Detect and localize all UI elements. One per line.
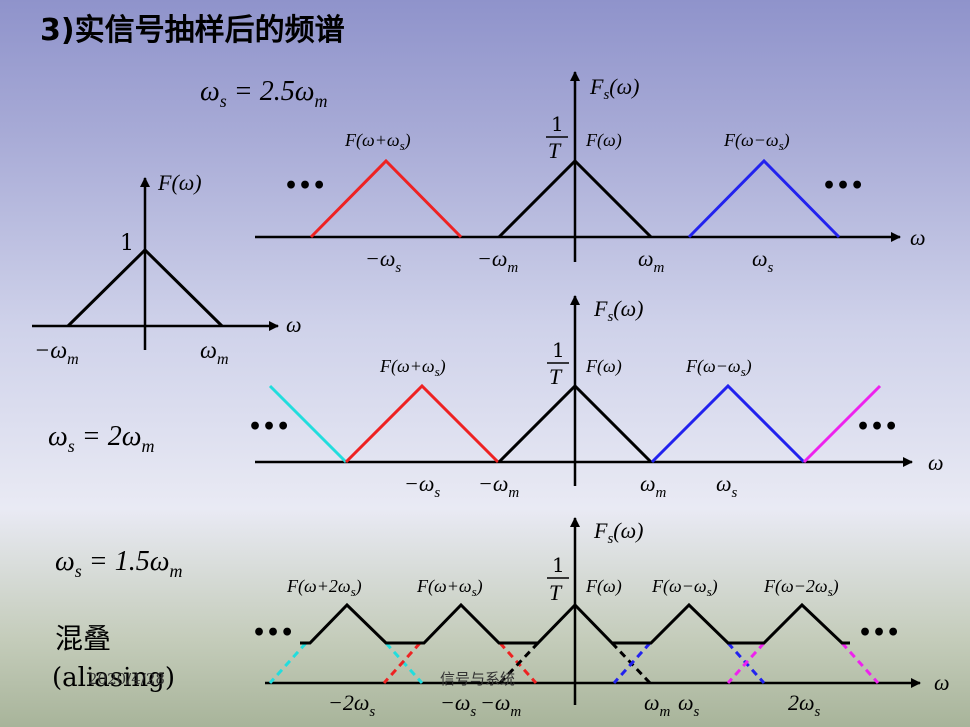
footer-course: 信号与系统 (440, 670, 515, 688)
ref-axis-label: ω (286, 312, 302, 337)
ref-y-label: F(ω) (157, 170, 202, 195)
p1-frac-bot: T (548, 138, 562, 163)
p3-frac-top: 1 (552, 553, 565, 577)
p3-y-label: Fs(ω) (593, 518, 643, 547)
p1-frac-top: 1 (551, 112, 564, 136)
p2-ellipsis-left: ••• (248, 414, 290, 440)
p2-label-left: F(ω+ωs) (379, 356, 446, 379)
aliasing-label-en: (aliasing) (52, 663, 175, 693)
p3-label-right2: F(ω−2ωs) (763, 576, 839, 599)
p2-y-label: Fs(ω) (593, 296, 643, 325)
p3-label-left2: F(ω+2ωs) (286, 576, 362, 599)
p2-frac-bot: T (549, 364, 563, 389)
p3-label-left1: F(ω+ωs) (416, 576, 483, 599)
p3-tick-pos-ws: ωs (678, 690, 700, 720)
p3-dash-magenta-l (726, 641, 766, 685)
p2-label-right: F(ω−ωs) (685, 356, 752, 379)
p2-frac-top: 1 (552, 338, 565, 362)
p3-dash-red-l (382, 641, 422, 685)
p2-ratio-label: ωs = 2ωm (48, 421, 154, 456)
p3-tick-neg-2ws: −2ωs (328, 690, 375, 720)
p1-label-center: F(ω) (585, 130, 622, 151)
p3-tick-neg-ws: −ωs (440, 690, 476, 720)
p2-axis-label: ω (928, 450, 944, 475)
p2-ellipsis-right: ••• (856, 414, 898, 440)
ref-tick-neg: −ωm (34, 338, 79, 368)
ref-triangle (66, 247, 224, 328)
panel-ws-2-5: ωs = 2.5ωm Fs(ω) 1 T F(ω+ωs) F(ω) F(ω−ωs… (200, 71, 926, 276)
p2-tick-pos-ws: ωs (716, 471, 738, 501)
p3-ellipsis-left: ••• (252, 620, 294, 646)
ref-tick-pos: ωm (200, 338, 229, 368)
p1-ellipsis-right: ••• (822, 173, 864, 199)
p1-tick-pos-wm: ωm (638, 246, 665, 276)
p2-tri-right (650, 383, 806, 464)
p3-label-center: F(ω) (585, 576, 622, 597)
p1-tri-center (497, 158, 653, 239)
p3-tick-pos-2ws: 2ωs (788, 690, 821, 720)
p3-tick-neg-wm: −ωm (480, 690, 521, 720)
p1-axis-label: ω (910, 225, 926, 250)
p1-label-left: F(ω+ωs) (344, 130, 411, 153)
p1-tick-neg-wm: −ωm (477, 246, 518, 276)
p3-axis-label: ω (934, 670, 950, 695)
p1-tick-neg-ws: −ωs (365, 246, 401, 276)
panel-ws-1-5: ωs = 1.5ωm 混叠 (aliasing) Fs(ω) 1 T F(ω+2… (52, 517, 950, 720)
footer-date: 2020/4/28 (88, 670, 165, 688)
p1-tri-right (687, 158, 841, 239)
ref-peak-label: 1 (120, 231, 134, 256)
p2-label-center: F(ω) (585, 356, 622, 377)
p2-tick-pos-wm: ωm (640, 471, 667, 501)
p1-y-label: Fs(ω) (589, 74, 639, 103)
p2-tri-far-left (268, 384, 348, 464)
p3-dash-cyan (268, 641, 308, 685)
p3-aliased-sum (300, 602, 850, 645)
p2-tick-neg-ws: −ωs (404, 471, 440, 501)
p1-ratio-label: ωs = 2.5ωm (200, 76, 327, 111)
p3-label-right1: F(ω−ωs) (651, 576, 718, 599)
p2-tick-neg-wm: −ωm (478, 471, 519, 501)
p2-tri-left (344, 383, 500, 464)
slide-title: 3)实信号抽样后的频谱 (40, 13, 345, 48)
p3-frac-bot: T (549, 580, 563, 605)
p3-dash-black-l (498, 641, 540, 685)
p3-tick-pos-wm: ωm (644, 690, 671, 720)
p1-label-right: F(ω−ωs) (723, 130, 790, 153)
p1-tri-left (309, 158, 463, 239)
p3-dash-blue-l (612, 641, 652, 685)
p1-tick-pos-ws: ωs (752, 246, 774, 276)
reference-spectrum: F(ω) 1 ω −ωm ωm (32, 170, 302, 368)
p1-ellipsis-left: ••• (284, 173, 326, 199)
p3-ratio-label: ωs = 1.5ωm (55, 546, 182, 581)
p3-ellipsis-right: ••• (858, 620, 900, 646)
aliasing-label-cn: 混叠 (55, 622, 111, 655)
p3-dash-magenta-r (840, 641, 880, 685)
p2-tri-center (497, 383, 653, 464)
p2-tri-far-right (802, 384, 882, 464)
panel-ws-2: ωs = 2ωm Fs(ω) 1 T F(ω+ωs) F(ω) F(ω−ωs) … (48, 295, 944, 501)
